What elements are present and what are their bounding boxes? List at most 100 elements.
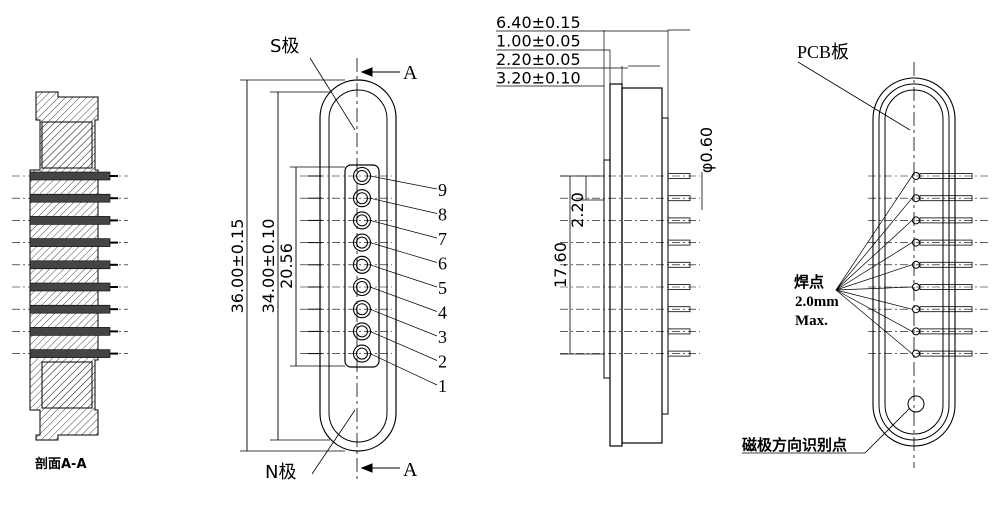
front-outer-outline	[319, 79, 397, 452]
pin-number-label: 2	[438, 352, 447, 372]
pin-number-label: 4	[438, 303, 447, 323]
section-pins	[12, 171, 128, 358]
pcb-solder-point	[912, 327, 920, 336]
pcb-solder-point	[912, 305, 920, 314]
front-pin-contact-inner	[356, 192, 368, 205]
pcb-solder-point	[912, 283, 920, 291]
side-body-cap	[603, 159, 611, 379]
section-lower-cavity	[41, 361, 93, 409]
solder-leader-line	[835, 289, 913, 332]
front-pin-contact-inner	[356, 214, 368, 227]
side-pin-tail	[667, 173, 691, 179]
thickness-dim-label: 3.20±0.10	[496, 69, 581, 88]
polarity-note: 磁极方向识别点	[742, 436, 847, 454]
pin-number-leader	[369, 242, 438, 263]
solder-leader-line	[835, 197, 913, 291]
pin-number-label: 6	[438, 254, 447, 274]
side-pin-tail	[667, 261, 691, 268]
front-pins	[300, 166, 438, 386]
side-pin-tail	[667, 284, 691, 290]
solder-leader-line	[835, 242, 913, 291]
pcb-view	[742, 61, 990, 468]
side-body-main	[621, 87, 663, 444]
section-pin-body	[29, 238, 111, 247]
solder-leader-line	[835, 264, 913, 291]
side-pin-tail	[667, 328, 691, 335]
front-pin-contact-inner	[356, 281, 368, 293]
pin-number-leader	[369, 197, 438, 214]
side-body-step	[661, 117, 669, 415]
side-pin-tail	[667, 195, 691, 202]
pcb-solder-point	[912, 194, 920, 203]
front-pin-contact-inner	[356, 347, 368, 360]
solder-leaders	[835, 175, 913, 354]
section-pin-body	[29, 171, 111, 181]
solder-note-line-2: 2.0mm	[795, 294, 839, 310]
pin-number-label: 1	[438, 376, 447, 396]
section-pin-body	[29, 304, 111, 314]
pcb-label-leader	[797, 61, 911, 131]
pin-number-leader	[369, 220, 438, 239]
pcb-pin-tail	[919, 195, 973, 202]
solder-leader-line	[835, 289, 913, 354]
front-view	[240, 57, 438, 480]
pcb-pin-tail	[919, 306, 973, 313]
side-pin-tail	[667, 239, 691, 246]
section-pin-body	[29, 282, 111, 292]
side-pin-tail	[667, 217, 691, 224]
solder-leader-line	[835, 220, 913, 291]
pin-number-leader	[369, 175, 438, 190]
front-pin-contact-inner	[356, 303, 368, 316]
pcb-solder-point	[912, 172, 920, 180]
solder-leader-line	[835, 175, 913, 291]
section-pin-body	[29, 327, 111, 336]
thickness-dim-label: 2.20±0.05	[496, 50, 581, 69]
section-pin-body	[29, 216, 111, 225]
pin-diameter-label: φ0.60	[697, 127, 716, 173]
s-pole-label: S极	[270, 36, 299, 57]
front-pin-carrier	[344, 164, 380, 368]
pin-number-label: 5	[438, 278, 447, 298]
pcb-pin-tail	[919, 261, 973, 268]
pcb-pin-tail	[919, 328, 973, 335]
pcb-board-label: PCB板	[797, 42, 849, 62]
section-mark-top-arrow	[360, 67, 373, 77]
solder-leader-line	[835, 289, 913, 310]
pcb-pin-tail	[919, 217, 973, 224]
side-dim-labels: 6.40±0.151.00±0.052.20±0.053.20±0.10	[496, 13, 581, 88]
pcb-solder-point	[912, 216, 920, 225]
pin-number-leader	[369, 264, 438, 288]
pin-span-label: 17.60	[551, 242, 570, 288]
thickness-dim-label: 1.00±0.05	[496, 32, 581, 51]
pin-number-label: 3	[438, 327, 447, 347]
pin-number-leader	[369, 331, 438, 361]
pcb-pin-tail	[919, 239, 973, 246]
solder-leader-line	[835, 286, 913, 291]
thickness-dim-label: 6.40±0.15	[496, 13, 581, 32]
pcb-pins	[868, 172, 990, 358]
polarity-mark-dot	[907, 395, 925, 413]
pcb-solder-point	[912, 260, 920, 269]
section-view-a-a	[12, 91, 128, 441]
section-pin-body	[29, 260, 111, 270]
pin-number-label: 9	[438, 180, 447, 200]
side-pin-tail	[667, 306, 691, 313]
pin-pitch-label: 2.20	[568, 192, 587, 228]
front-pin-contact-inner	[356, 170, 368, 182]
section-caption: 剖面A-A	[35, 456, 87, 472]
pin-number-leader	[369, 286, 438, 312]
pcb-pin-tail	[919, 350, 973, 357]
pcb-solder-point	[912, 349, 920, 358]
section-pin-body	[29, 349, 111, 358]
dim-pins-label: 20.56	[277, 243, 296, 289]
section-mark-bottom: A	[403, 459, 418, 481]
front-pin-contact-inner	[356, 325, 368, 338]
pin-number-leader	[369, 308, 438, 337]
side-pins	[560, 173, 700, 357]
n-pole-label: N极	[265, 462, 296, 483]
pin-number-label: 8	[438, 205, 447, 225]
pcb-pin-tail	[919, 284, 973, 290]
